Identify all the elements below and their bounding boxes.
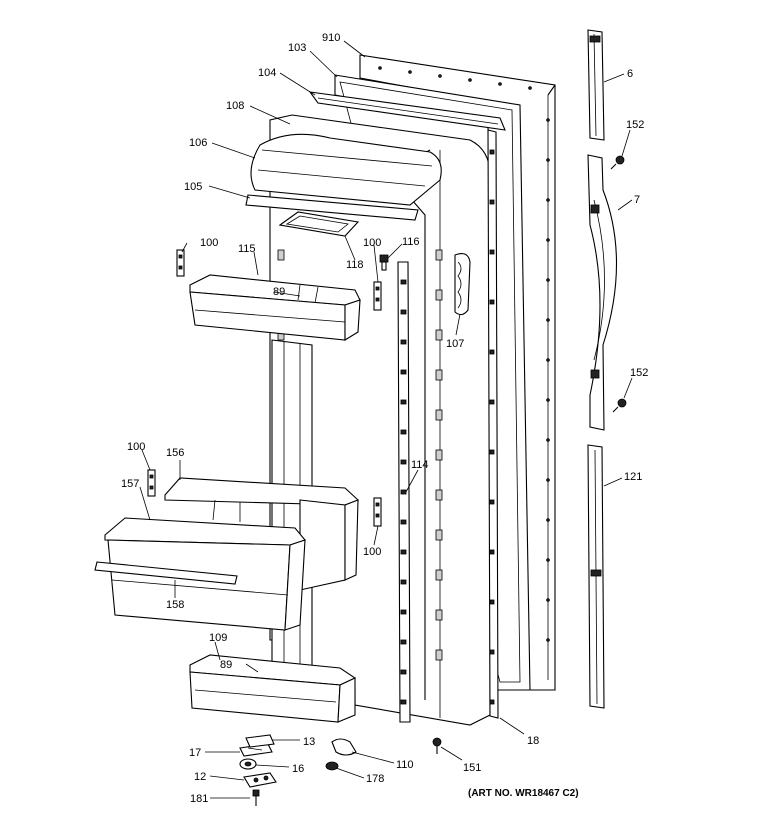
callout-104: 104 [258,67,276,79]
shelf-bracket-upper-right [373,281,382,311]
callout-108: 108 [226,100,244,112]
callout-6: 6 [627,68,633,80]
callout-100a: 100 [200,237,218,249]
callout-103: 103 [288,42,306,54]
handle-trim-bottom [587,444,605,709]
callout-121: 121 [624,471,642,483]
callout-178: 178 [366,773,384,785]
callout-157: 157 [121,478,139,490]
callout-100d: 100 [363,546,381,558]
hinge-13 [245,734,275,748]
hinge-12 [243,772,277,788]
callout-12: 12 [194,771,206,783]
shelf-bracket-lower-left [147,469,156,497]
callout-115: 115 [238,243,256,255]
callout-7: 7 [634,194,640,206]
bushing-16 [239,758,257,770]
door-handle [587,154,617,431]
callout-13: 13 [303,736,315,748]
duct [454,253,471,316]
cam-110 [331,738,357,756]
upper-shelf-bin [189,274,361,341]
callout-89a: 89 [273,286,285,298]
callout-labels: 910 103 104 108 106 105 100 115 89 118 1… [121,32,648,805]
callout-116: 116 [402,236,420,248]
callout-107: 107 [446,338,464,350]
callout-156: 156 [166,447,184,459]
dairy-compartment [245,133,442,237]
callout-114: 114 [411,459,429,471]
hinge-shim-17 [239,743,273,757]
callout-181: 181 [190,793,208,805]
callout-118: 118 [346,259,364,271]
callout-16: 16 [292,763,304,775]
shelf-bracket-upper-left [176,249,185,277]
shelf-bracket-lower-right [373,497,382,527]
bushing-178 [325,761,339,771]
screw-151 [432,737,442,754]
callout-105: 105 [184,181,202,193]
screw-152-top [610,155,625,170]
callout-152a: 152 [626,119,644,131]
callout-100b: 100 [363,237,381,249]
gallon-shelf [164,477,360,591]
clip-116 [379,254,389,271]
callout-17: 17 [189,747,201,759]
callout-152b: 152 [630,367,648,379]
screw-152-bottom [612,398,627,413]
door-bin [94,517,306,631]
bottom-strip [487,129,499,719]
callout-18: 18 [527,735,539,747]
callout-151: 151 [463,762,481,774]
callout-158: 158 [166,599,184,611]
callout-106: 106 [189,137,207,149]
callout-89b: 89 [220,659,232,671]
screw-181 [252,789,260,806]
callout-100c: 100 [127,441,145,453]
lower-shelf-bin [189,654,357,723]
callout-110: 110 [396,759,414,771]
handle-trim-top [587,29,605,141]
art-number: (ART NO. WR18467 C2) [468,788,579,799]
callout-910: 910 [322,32,340,44]
callout-109: 109 [209,632,227,644]
leader-lines [139,40,633,799]
shelf-strip [397,261,411,723]
